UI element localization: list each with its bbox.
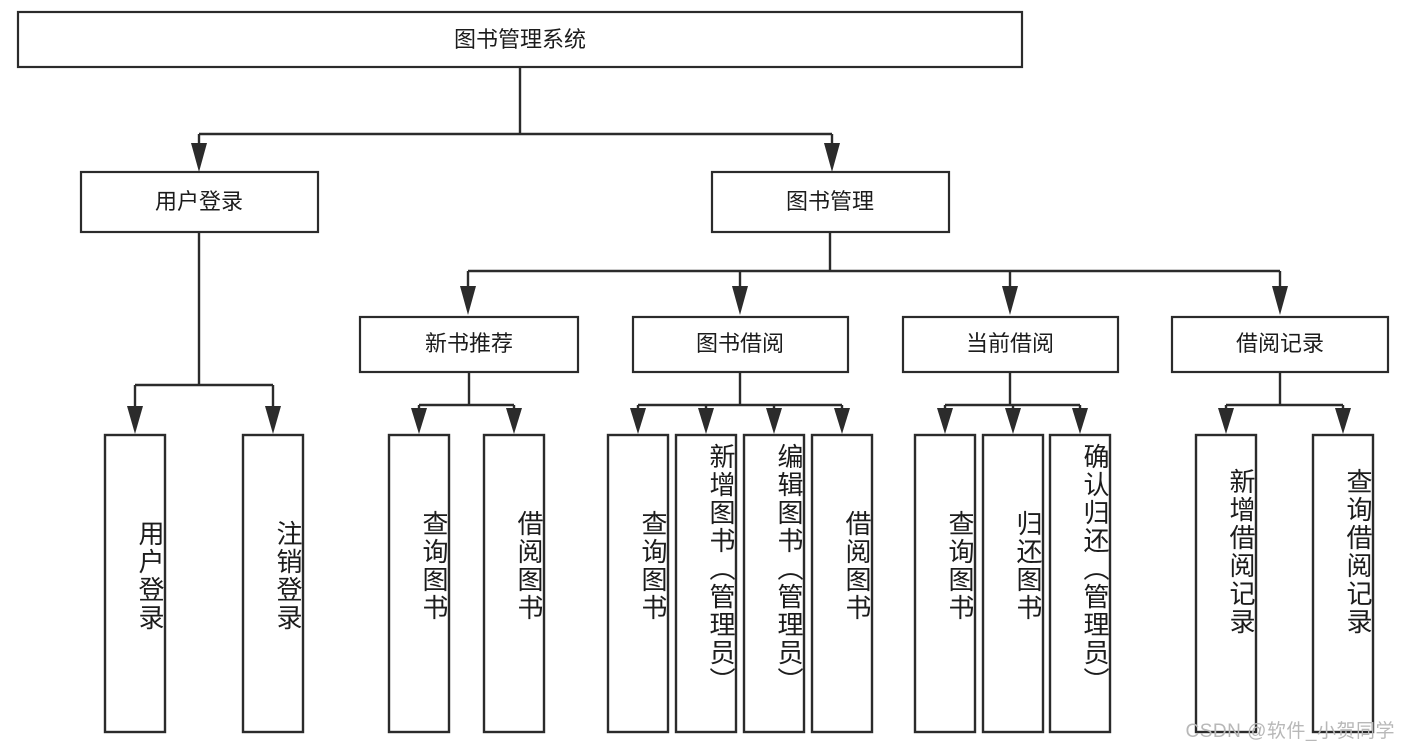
arrow-head-icon — [732, 286, 748, 315]
node-book-management-label: 图书管理 — [786, 189, 874, 214]
node-root[interactable]: 图书管理系统 — [16, 10, 1024, 69]
node-user-login-box[interactable] — [79, 170, 320, 234]
arrow-head-icon — [1335, 408, 1351, 434]
arrow-head-icon — [1072, 408, 1088, 434]
arrow-head-icon — [1002, 286, 1018, 315]
connector-book-borrow-to-leaves — [630, 372, 850, 434]
leaf-box-book-borrow-2[interactable] — [742, 433, 806, 734]
leaf-box-book-borrow-0[interactable] — [606, 433, 670, 734]
arrow-head-icon — [506, 408, 522, 434]
node-current-borrow-label: 当前借阅 — [966, 331, 1054, 356]
leaf-box-borrow-record-0[interactable] — [1194, 433, 1258, 734]
leaf-box-book-borrow-3[interactable] — [810, 433, 874, 734]
leaf-box-book-borrow-1[interactable] — [674, 433, 738, 734]
leaf-box-user-login-1[interactable] — [241, 433, 305, 734]
leaf-box-borrow-record-1[interactable] — [1311, 433, 1375, 734]
connector-book-management-to-level2 — [460, 232, 1288, 315]
connector-borrow-record-to-leaves — [1218, 372, 1351, 434]
arrow-head-icon — [1272, 286, 1288, 315]
arrow-head-icon — [834, 408, 850, 434]
arrow-head-icon — [698, 408, 714, 434]
leaf-box-current-borrow-2[interactable] — [1048, 433, 1112, 734]
node-new-book-recommend[interactable]: 新书推荐 — [358, 315, 580, 374]
arrow-head-icon — [411, 408, 427, 434]
node-root-box[interactable] — [16, 10, 1024, 69]
node-book-borrow[interactable]: 图书借阅 — [631, 315, 850, 374]
leaf-box-new-book-1[interactable] — [482, 433, 546, 734]
connector-user-login-to-leaves — [127, 232, 281, 434]
node-new-book-recommend-label: 新书推荐 — [425, 331, 513, 356]
node-root-label: 图书管理系统 — [454, 27, 586, 52]
node-book-borrow-label: 图书借阅 — [696, 331, 784, 356]
node-borrow-record-label: 借阅记录 — [1236, 331, 1324, 356]
node-borrow-record[interactable]: 借阅记录 — [1170, 315, 1390, 374]
arrow-head-icon — [1218, 408, 1234, 434]
node-new-book-recommend-box[interactable] — [358, 315, 580, 374]
arrow-head-icon — [630, 408, 646, 434]
arrow-head-icon — [191, 143, 207, 172]
arrow-head-icon — [766, 408, 782, 434]
node-current-borrow-box[interactable] — [901, 315, 1120, 374]
connector-current-borrow-to-leaves — [937, 372, 1088, 434]
arrow-head-icon — [265, 406, 281, 434]
connector-new-book-recommend-to-leaves — [411, 372, 522, 434]
arrow-head-icon — [937, 408, 953, 434]
node-user-login[interactable]: 用户登录 — [79, 170, 320, 234]
leaf-box-current-borrow-0[interactable] — [913, 433, 977, 734]
leaf-box-user-login-0[interactable] — [103, 433, 167, 734]
node-book-management[interactable]: 图书管理 — [710, 170, 951, 234]
node-user-login-label: 用户登录 — [155, 189, 243, 214]
leaf-box-current-borrow-1[interactable] — [981, 433, 1045, 734]
watermark-text: CSDN @软件_小贺同学 — [1185, 721, 1395, 742]
arrow-head-icon — [127, 406, 143, 434]
arrow-head-icon — [1005, 408, 1021, 434]
connector-root-to-level1 — [191, 67, 840, 172]
arrow-head-icon — [460, 286, 476, 315]
arrow-head-icon — [824, 143, 840, 172]
node-current-borrow[interactable]: 当前借阅 — [901, 315, 1120, 374]
leaf-box-new-book-0[interactable] — [387, 433, 451, 734]
